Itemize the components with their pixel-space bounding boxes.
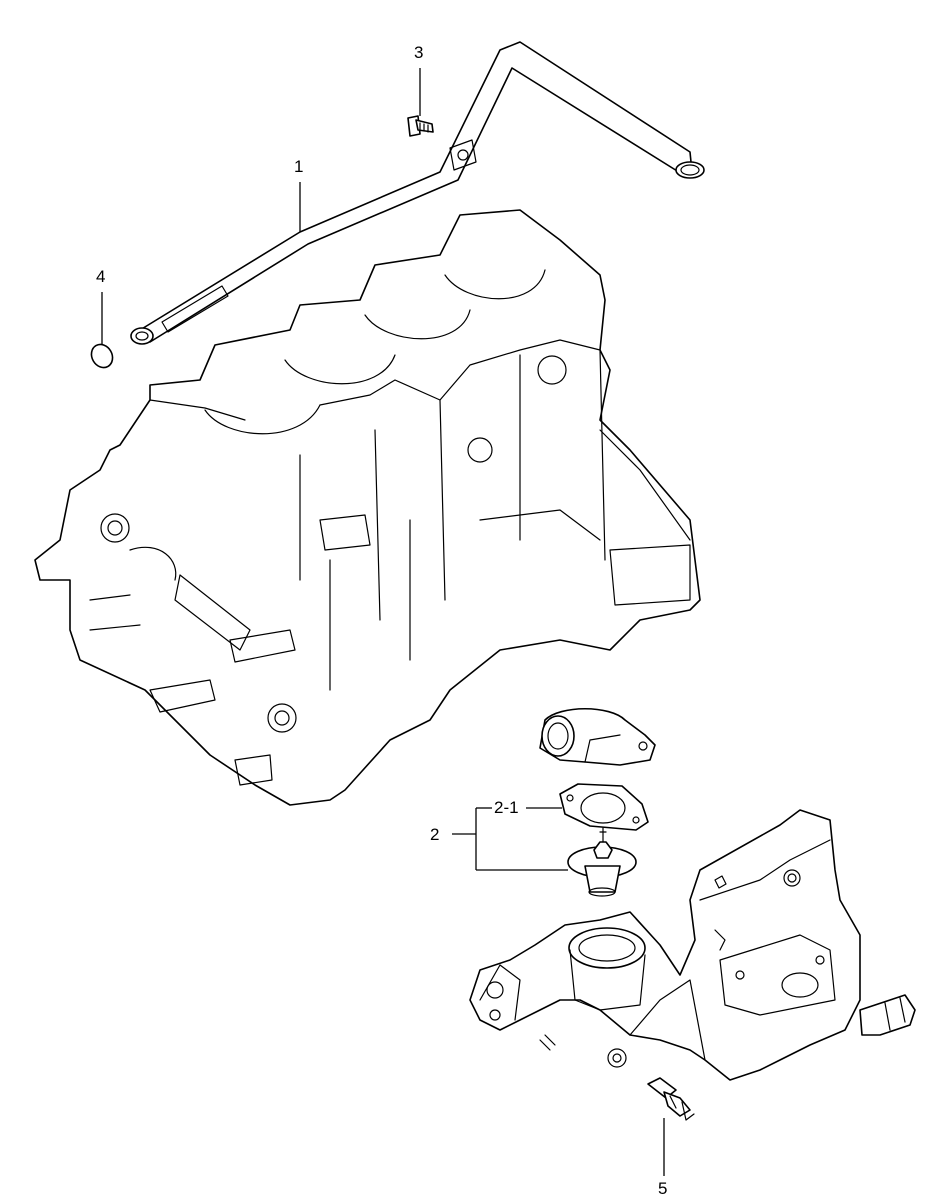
callout-2: 2 [430,825,440,844]
thermostat-cover [539,707,656,766]
temperature-sensor [647,1077,695,1121]
callout-1: 1 [294,157,304,176]
callout-3: 3 [414,43,424,62]
thermostat-housing [469,809,916,1081]
callout-2-1: 2-1 [494,798,519,817]
bolt [407,115,434,137]
leader-lines [101,68,665,1176]
callout-4: 4 [96,267,106,286]
engine-block [34,209,701,806]
callout-5: 5 [658,1179,668,1198]
thermostat [567,827,637,897]
gasket [559,783,649,831]
o-ring [90,343,114,369]
water-pipe [130,41,705,345]
